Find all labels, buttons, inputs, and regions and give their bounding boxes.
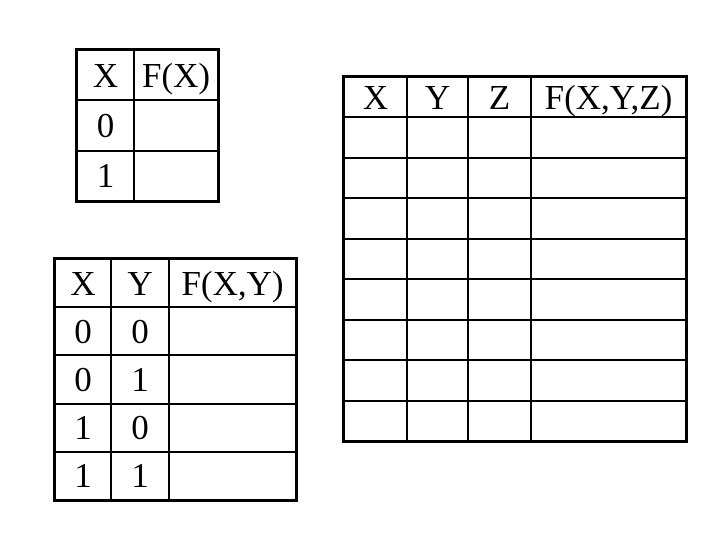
- header-cell-x: X: [78, 51, 133, 100]
- empty-cell: [469, 158, 530, 198]
- header-cell-x: X: [345, 78, 406, 117]
- empty-cell: [532, 401, 685, 440]
- header-cell-y: Y: [112, 260, 168, 307]
- header-cell-fxyz: F(X,Y,Z): [532, 78, 685, 117]
- empty-cell: [469, 361, 530, 400]
- empty-cell: [469, 199, 530, 238]
- empty-cell: [345, 361, 406, 400]
- header-cell-fxy: F(X,Y): [170, 260, 295, 307]
- empty-cell: [408, 239, 467, 279]
- value-cell: 1: [78, 151, 133, 200]
- empty-cell: [408, 158, 467, 198]
- empty-cell: [469, 280, 530, 319]
- empty-cell: [408, 118, 467, 157]
- value-cell: 0: [56, 308, 110, 355]
- empty-cell: [135, 101, 217, 150]
- empty-cell: [345, 158, 406, 198]
- empty-cell: [532, 320, 685, 360]
- value-cell: 0: [78, 101, 133, 150]
- empty-cell: [532, 158, 685, 198]
- empty-cell: [532, 361, 685, 400]
- empty-cell: [345, 401, 406, 440]
- empty-cell: [469, 239, 530, 279]
- value-cell: 0: [112, 404, 168, 451]
- empty-cell: [532, 199, 685, 238]
- empty-cell: [345, 320, 406, 360]
- value-cell: 1: [112, 356, 168, 403]
- empty-cell: [469, 118, 530, 157]
- empty-cell: [345, 280, 406, 319]
- empty-cell: [170, 308, 295, 355]
- empty-cell: [170, 404, 295, 451]
- truth-table-2var: X Y F(X,Y) 0 0 0 1 1 0 1 1: [53, 257, 298, 502]
- truth-table-3var: X Y Z F(X,Y,Z): [342, 75, 688, 443]
- empty-cell: [170, 452, 295, 499]
- empty-cell: [532, 239, 685, 279]
- empty-cell: [345, 199, 406, 238]
- header-cell-x: X: [56, 260, 110, 307]
- value-cell: 0: [112, 308, 168, 355]
- value-cell: 1: [56, 404, 110, 451]
- empty-cell: [532, 118, 685, 157]
- header-cell-y: Y: [408, 78, 467, 117]
- empty-cell: [469, 320, 530, 360]
- empty-cell: [170, 356, 295, 403]
- value-cell: 0: [56, 356, 110, 403]
- value-cell: 1: [56, 452, 110, 499]
- empty-cell: [469, 401, 530, 440]
- empty-cell: [345, 118, 406, 157]
- empty-cell: [408, 280, 467, 319]
- value-cell: 1: [112, 452, 168, 499]
- header-cell-z: Z: [469, 78, 530, 117]
- truth-table-1var: X F(X) 0 1: [75, 48, 220, 203]
- empty-cell: [408, 199, 467, 238]
- empty-cell: [408, 401, 467, 440]
- empty-cell: [408, 320, 467, 360]
- empty-cell: [532, 280, 685, 319]
- empty-cell: [135, 151, 217, 200]
- header-cell-fx: F(X): [135, 51, 217, 100]
- empty-cell: [408, 361, 467, 400]
- empty-cell: [345, 239, 406, 279]
